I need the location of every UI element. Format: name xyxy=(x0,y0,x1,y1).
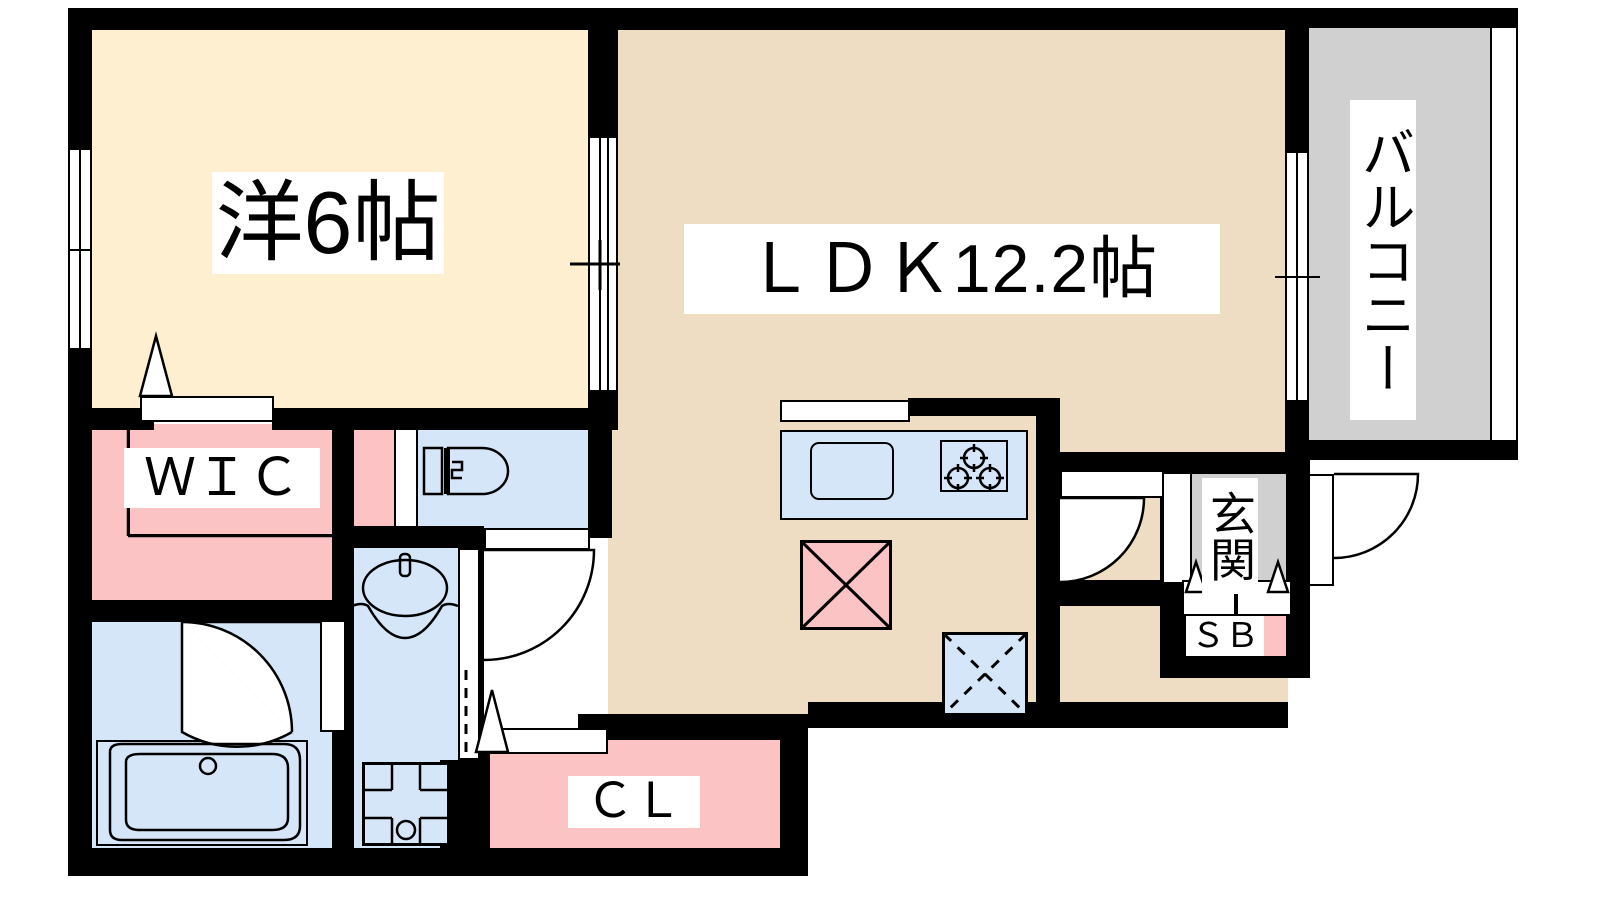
washroom-sliding-door[interactable] xyxy=(458,548,480,760)
balcony-railing xyxy=(1490,22,1518,454)
wall-bedroom-ldk-upper xyxy=(588,8,618,138)
wall-closet-bottom xyxy=(480,848,808,876)
toilet-door-panel[interactable] xyxy=(394,424,418,528)
washing-machine-pan xyxy=(362,762,450,846)
wall-entrance-top xyxy=(1160,452,1308,474)
wall-entrance-bottom xyxy=(1160,656,1310,678)
toilet-room-floor xyxy=(400,424,590,528)
wall-outer-top xyxy=(68,8,1308,30)
balcony-label: バルコニー xyxy=(1350,100,1416,420)
wall-bedroom-bottom2 xyxy=(272,408,612,430)
balcony-wall-top xyxy=(1285,8,1518,28)
bedroom-label: 洋6帖 xyxy=(212,172,444,274)
wall-wic-right xyxy=(332,408,354,620)
wall-ldk-bottom-left xyxy=(578,714,808,740)
wall-entrance-right xyxy=(1286,452,1310,664)
entrance-inner-door-panel[interactable] xyxy=(1162,472,1192,584)
kitchen-sink xyxy=(810,442,894,500)
closet-label: ＣＬ xyxy=(568,776,700,828)
wall-kitchen-right xyxy=(1036,398,1060,728)
wall-outer-left-mid xyxy=(68,348,92,848)
bedroom-ldk-sliding-door[interactable] xyxy=(588,138,618,390)
entrance-label: 玄関 xyxy=(1202,478,1258,594)
entrance-front-door-panel[interactable] xyxy=(1308,474,1334,586)
bedroom-window[interactable] xyxy=(68,150,92,348)
bedroom-door-panel[interactable] xyxy=(140,396,274,422)
wall-ldk-right-upper xyxy=(1285,8,1309,153)
wall-outer-left-upper xyxy=(68,8,92,150)
kitchen-upper-cabinet xyxy=(780,400,910,422)
gas-stove xyxy=(940,440,1008,492)
toilet-side-closet xyxy=(352,424,394,528)
wall-toilet-right xyxy=(588,408,612,538)
ldk-balcony-window[interactable] xyxy=(1285,153,1309,400)
ldk-hall-door-header xyxy=(1060,470,1168,498)
bathtub xyxy=(96,740,308,846)
ldk-label: ＬＤＫ12.2帖 xyxy=(684,224,1220,314)
wall-kitchen-top xyxy=(908,398,1060,416)
wic-label: ＷＩＣ xyxy=(124,448,320,508)
refrigerator-space xyxy=(800,540,892,630)
wall-wic-bottom xyxy=(68,600,354,622)
balcony-wall-bottom xyxy=(1285,440,1518,460)
wall-toilet-bottom xyxy=(332,526,484,548)
bathroom-door-panel[interactable] xyxy=(320,620,346,732)
shoebox-label: ＳＢ xyxy=(1186,616,1264,656)
wall-bedroom-bottom xyxy=(68,408,154,430)
wall-hall-top xyxy=(1036,452,1186,474)
storage-square xyxy=(942,632,1028,716)
ldk-washroom-door-panel[interactable] xyxy=(484,728,608,754)
toilet-door-frame[interactable] xyxy=(484,528,590,550)
